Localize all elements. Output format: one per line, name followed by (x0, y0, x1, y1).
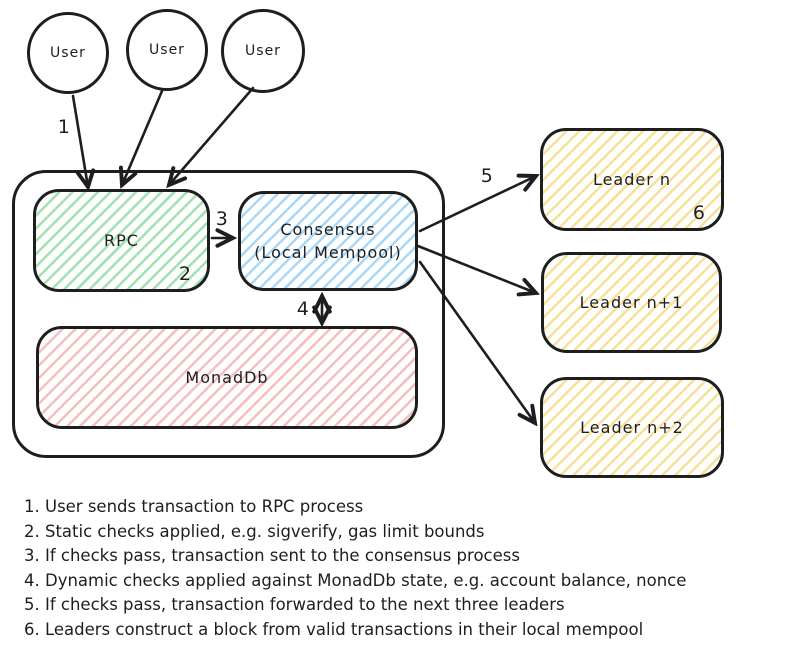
consensus-node: Consensus (Local Mempool) (238, 191, 418, 291)
legend-item-5: 5. If checks pass, transaction forwarded… (24, 595, 565, 615)
leader-n-node: Leader n 6 (540, 128, 724, 231)
user-node-2-label: User (149, 42, 185, 58)
legend-item-1: 1. User sends transaction to RPC process (24, 497, 364, 516)
legend-item-4: 4. Dynamic checks applied against MonadD… (24, 570, 687, 590)
user-node-3-label: User (245, 43, 281, 59)
consensus-node-label-line2: (Local Mempool) (254, 243, 402, 262)
leader-n1-node-label: Leader n+1 (579, 292, 684, 312)
user-node-3: User (221, 9, 305, 93)
monaddb-node: MonadDb (36, 326, 418, 429)
legend-item-2: 2. Static checks applied, e.g. sigverify… (24, 521, 485, 541)
leader-n-node-label: Leader n (592, 169, 672, 189)
leader-n1-node: Leader n+1 (541, 252, 722, 353)
leader-n2-node: Leader n+2 (540, 377, 724, 478)
rpc-node-label: RPC (104, 230, 139, 250)
step-label-3: 3 (215, 208, 229, 230)
step-label-1: 1 (57, 116, 71, 138)
step-badge-2: 2 (178, 263, 191, 285)
legend-list: 1. User sends transaction to RPC process… (24, 495, 794, 643)
legend-item-6: 6. Leaders construct a block from valid … (24, 619, 644, 639)
consensus-node-label-line1: Consensus (280, 219, 376, 239)
rpc-node: RPC 2 (33, 189, 210, 292)
consensus-node-label: Consensus (Local Mempool) (254, 218, 401, 264)
legend-item-3: 3. If checks pass, transaction sent to t… (24, 546, 520, 566)
step-badge-6: 6 (692, 202, 705, 224)
leader-n2-node-label: Leader n+2 (580, 417, 684, 437)
step-label-5: 5 (480, 165, 494, 187)
step-label-4: 4 (296, 298, 310, 320)
user-node-1-label: User (50, 45, 86, 61)
user-node-1: User (27, 12, 109, 94)
user-node-2: User (126, 9, 208, 91)
monaddb-node-label: MonadDb (185, 367, 269, 387)
